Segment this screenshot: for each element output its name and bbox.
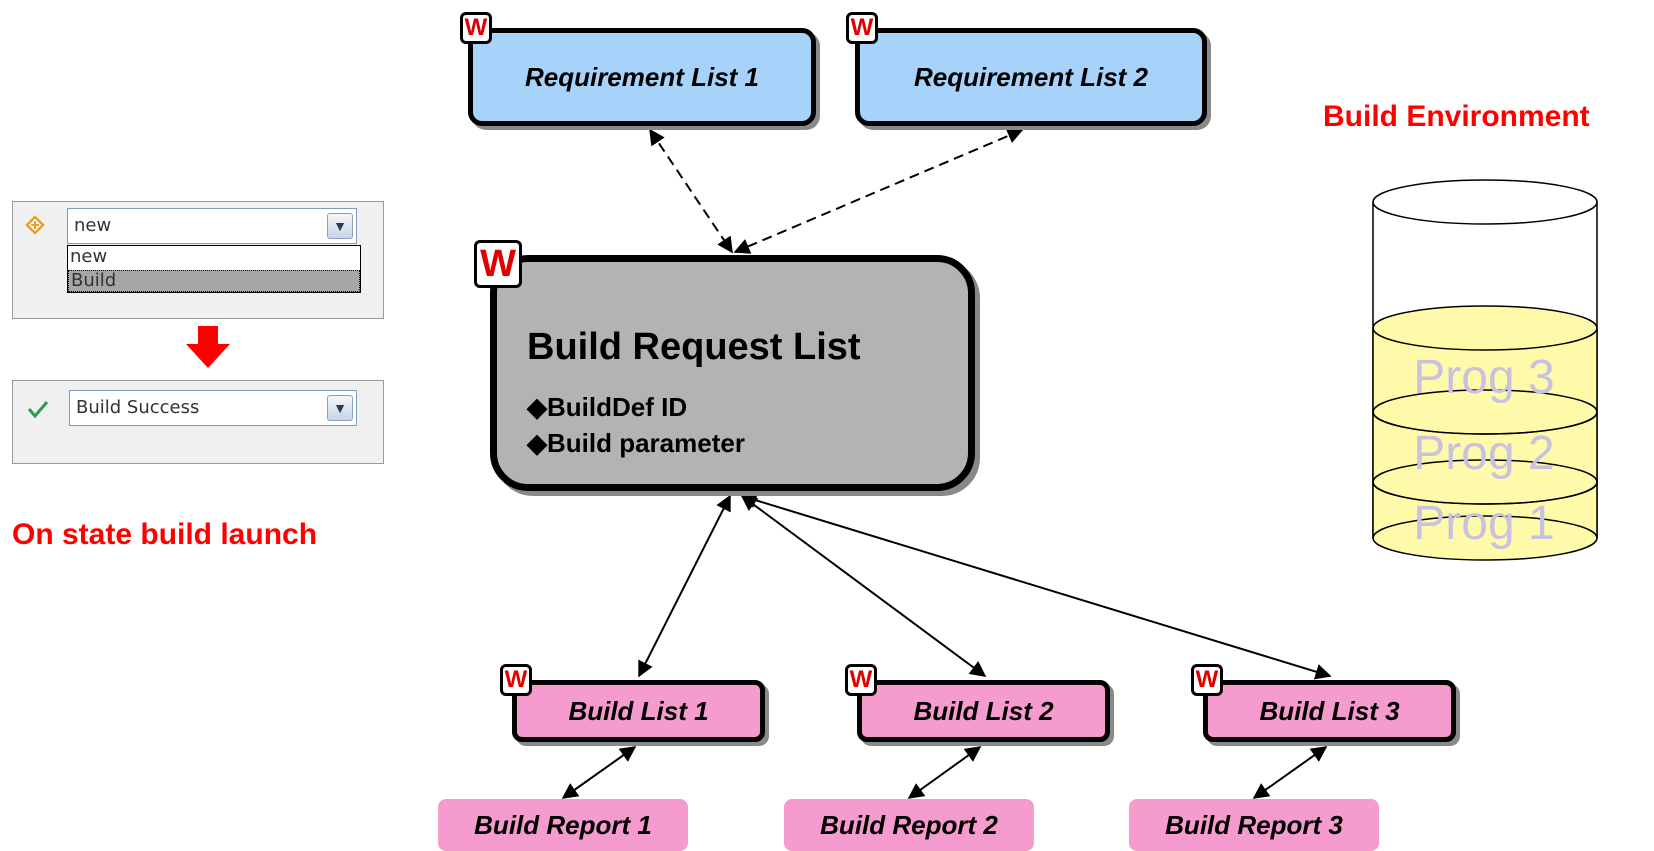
build-report-1-label: Build Report 1	[474, 809, 652, 840]
build-report-3-label: Build Report 3	[1165, 809, 1343, 840]
state-option-build[interactable]: Build	[68, 270, 360, 292]
build-environment-database: Prog 3 Prog 2 Prog 1	[1372, 178, 1598, 562]
state-option-new[interactable]: new	[70, 246, 108, 267]
build-environment-title: Build Environment	[1323, 100, 1590, 133]
checkmark-icon	[27, 401, 49, 419]
build-list-2-box[interactable]: Build List 2	[857, 680, 1110, 742]
builddef-id-item: ◆BuildDef ID	[527, 392, 688, 422]
brl-to-buildlist2-connector	[740, 495, 987, 677]
requirement-list-1-w-badge: W	[460, 12, 492, 44]
buildlist2-to-report2-connector	[907, 746, 982, 799]
build-request-list-title: Build Request List	[527, 326, 861, 368]
build-list-1-label: Build List 1	[568, 695, 709, 726]
prog-3-label: Prog 3	[1413, 351, 1555, 404]
state-combo-after[interactable]: Build Success	[69, 390, 357, 426]
build-request-list-w-badge: W	[474, 240, 522, 288]
prog-2-label: Prog 2	[1413, 427, 1555, 480]
build-report-2-box[interactable]: Build Report 2	[784, 799, 1034, 851]
build-list-3-label: Build List 3	[1259, 695, 1400, 726]
requirement-list-2-label: Requirement List 2	[913, 61, 1149, 92]
state-panel-before: new ▼ new Build	[12, 201, 384, 319]
build-parameter-item: ◆Build parameter	[527, 428, 745, 458]
build-report-3-box[interactable]: Build Report 3	[1129, 799, 1379, 851]
prog-1-label: Prog 1	[1413, 497, 1555, 550]
requirement-list-1-label: Requirement List 1	[524, 61, 760, 92]
build-list-3-box[interactable]: Build List 3	[1203, 680, 1456, 742]
build-list-1-box[interactable]: Build List 1	[512, 680, 765, 742]
state-combo-before[interactable]: new	[67, 208, 357, 244]
buildlist3-to-report3-connector	[1252, 746, 1328, 799]
requirement-list-2-box[interactable]: Requirement List 2	[855, 28, 1207, 126]
build-request-list-box[interactable]: Build Request List ◆BuildDef ID ◆Build p…	[490, 255, 975, 491]
state-dropdown-list: new Build	[67, 245, 361, 293]
build-report-1-box[interactable]: Build Report 1	[438, 799, 688, 851]
state-combo-after-value: Build Success	[76, 397, 200, 418]
chevron-down-icon[interactable]: ▼	[327, 213, 353, 239]
database-cylinder-icon	[1372, 179, 1598, 561]
buildlist1-to-report1-connector	[561, 746, 637, 799]
brl-to-buildlist3-connector	[740, 492, 1332, 680]
state-panel-caption: On state build launch	[12, 518, 318, 551]
requirement-list-2-w-badge: W	[846, 12, 878, 44]
chevron-down-icon[interactable]: ▼	[327, 395, 353, 421]
build-list-1-w-badge: W	[500, 664, 532, 696]
down-arrow-icon	[186, 326, 230, 368]
requirement-list-1-box[interactable]: Requirement List 1	[468, 28, 816, 126]
state-new-icon	[25, 215, 45, 235]
req1-to-brl-connector	[649, 128, 733, 254]
build-report-2-label: Build Report 2	[820, 809, 998, 840]
req2-to-brl-connector	[733, 128, 1024, 254]
build-list-3-w-badge: W	[1191, 664, 1223, 696]
state-combo-before-value: new	[74, 215, 112, 236]
brl-to-buildlist1-connector	[638, 494, 731, 678]
build-list-2-label: Build List 2	[913, 695, 1054, 726]
state-panel-after: Build Success ▼	[12, 380, 384, 464]
build-list-2-w-badge: W	[845, 664, 877, 696]
